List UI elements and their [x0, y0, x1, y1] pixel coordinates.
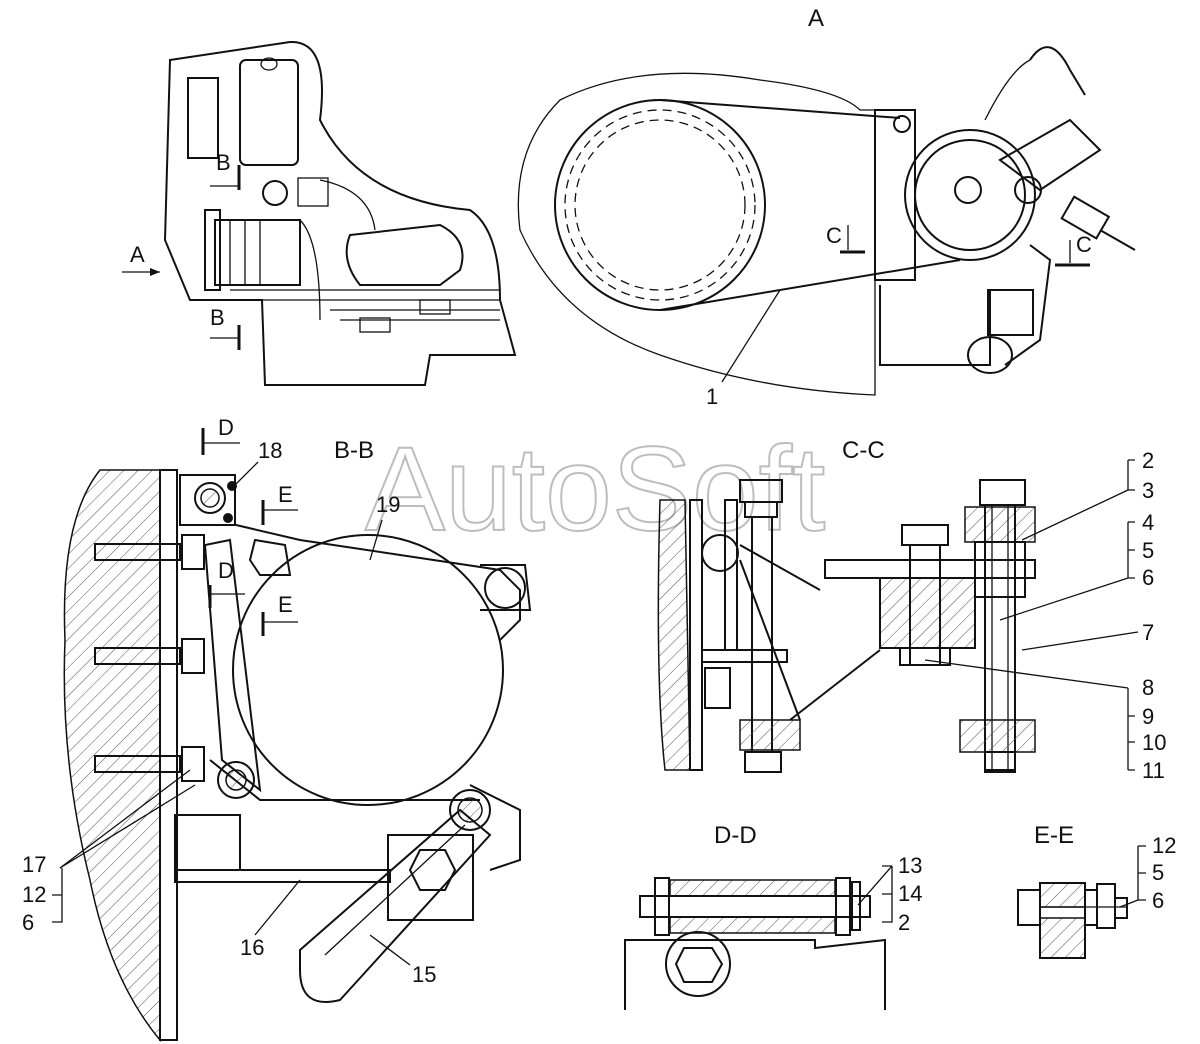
overview-view: A B B: [122, 40, 517, 386]
marker-b-top: B: [216, 150, 231, 175]
callout-14: 14: [898, 881, 922, 906]
callout-11: 11: [1142, 758, 1165, 783]
view-bb-title: B-B: [334, 437, 374, 464]
callout-6: 6: [22, 910, 34, 935]
callout-1: 1: [706, 384, 718, 409]
marker-d-top: D: [218, 415, 234, 440]
callout-12-ee: 12: [1152, 833, 1176, 858]
marker-c-left: C: [826, 223, 842, 248]
view-bb: B-B D: [22, 415, 532, 1043]
marker-e-mid: E: [278, 592, 293, 617]
callout-19: 19: [376, 492, 400, 517]
callout-2b: 2: [898, 910, 910, 935]
marker-e-top: E: [278, 482, 293, 507]
marker-b-bottom: B: [210, 305, 225, 330]
view-a-title: A: [808, 5, 824, 32]
marker-d-mid: D: [218, 558, 234, 583]
marker-a-arrow: A: [130, 242, 145, 267]
callout-3: 3: [1142, 478, 1154, 503]
callout-16: 16: [240, 935, 264, 960]
callout-8: 8: [1142, 675, 1154, 700]
callout-10: 10: [1142, 730, 1166, 755]
callout-12: 12: [22, 882, 46, 907]
callout-6-ee: 6: [1152, 888, 1164, 913]
marker-c-right: C: [1076, 232, 1092, 257]
view-ee: E-E 12 5 6: [1017, 822, 1176, 959]
callout-15: 15: [412, 962, 436, 987]
studs: [94, 534, 205, 782]
callout-5-ee: 5: [1152, 860, 1164, 885]
view-cc-title: C-C: [842, 437, 885, 464]
callout-6: 6: [1142, 565, 1154, 590]
callout-4: 4: [1142, 510, 1154, 535]
callout-5: 5: [1142, 538, 1154, 563]
view-cc: C-C 2 3 4 5 6 7 8 9: [657, 437, 1166, 783]
callout-18: 18: [258, 438, 282, 463]
view-ee-title: E-E: [1034, 822, 1074, 849]
view-dd: D-D 13 14 2: [624, 822, 922, 1010]
callout-13: 13: [898, 853, 922, 878]
callout-17: 17: [22, 852, 46, 877]
view-dd-title: D-D: [714, 822, 757, 849]
callout-2: 2: [1142, 448, 1154, 473]
view-a: A C C 1: [517, 5, 1136, 409]
watermark: AutoSoft: [365, 422, 825, 556]
callout-7: 7: [1142, 620, 1154, 645]
callout-9: 9: [1142, 704, 1154, 729]
